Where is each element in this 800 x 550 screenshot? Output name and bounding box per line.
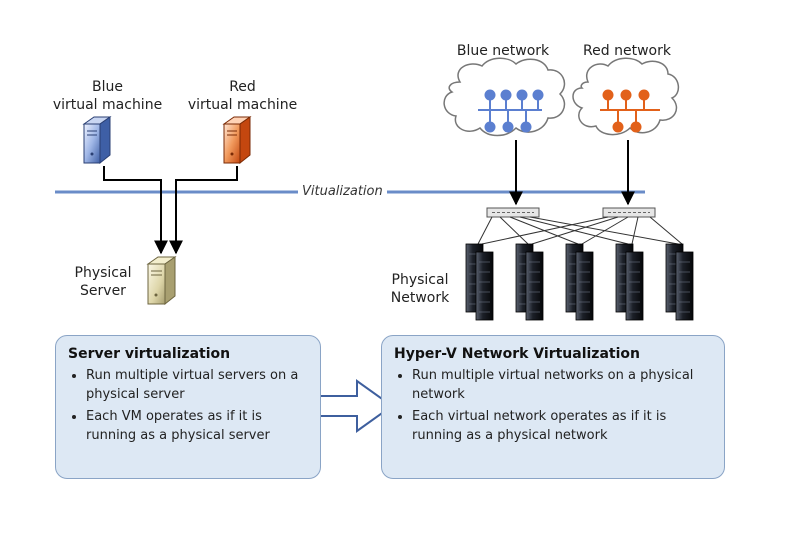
blue-network-cloud	[443, 57, 566, 137]
network-virtualization-card: Hyper-V Network Virtualization Run multi…	[381, 335, 725, 479]
server-rack	[615, 243, 644, 321]
switch-right	[602, 207, 656, 218]
physical-network-label: Physical Network	[380, 271, 460, 307]
physical-network-label-line1: Physical	[391, 272, 449, 288]
server-virtualization-card: Server virtualization Run multiple virtu…	[55, 335, 321, 479]
switch-left	[486, 207, 540, 218]
physical-server-label: Physical Server	[62, 264, 144, 300]
red-vm-icon	[222, 116, 252, 165]
physical-server-icon	[146, 256, 177, 306]
server-virtualization-title: Server virtualization	[68, 346, 231, 362]
red-network-cloud	[572, 57, 680, 136]
server-virtualization-list: Run multiple virtual servers on a physic…	[68, 366, 308, 445]
blue-vm-label-line2: virtual machine	[52, 97, 163, 113]
blue-network-label: Blue network	[456, 43, 550, 59]
blue-vm-label: Blue virtual machine	[40, 78, 175, 114]
network-links	[477, 216, 683, 245]
blue-vm-label-line1: Blue	[92, 79, 123, 95]
blue-vm-connector	[103, 166, 168, 255]
server-virtualization-item: Run multiple virtual servers on a physic…	[86, 366, 308, 404]
physical-server-label-line2: Server	[80, 283, 126, 299]
blue-vm-icon	[82, 116, 112, 165]
server-rack	[665, 243, 694, 321]
physical-network-label-line2: Network	[390, 290, 450, 306]
server-rack	[465, 243, 494, 321]
red-vm-label: Red virtual machine	[175, 78, 310, 114]
network-virtualization-item: Run multiple virtual networks on a physi…	[412, 366, 712, 404]
server-rack	[565, 243, 594, 321]
virtualization-label: Vitualization	[298, 184, 387, 199]
server-virtualization-item: Each VM operates as if it is running as …	[86, 407, 308, 445]
physical-server-label-line1: Physical	[74, 265, 132, 281]
red-vm-label-line2: virtual machine	[187, 97, 298, 113]
server-rack	[515, 243, 544, 321]
network-virtualization-item: Each virtual network operates as if it i…	[412, 407, 712, 445]
network-virtualization-title: Hyper-V Network Virtualization	[394, 346, 640, 362]
server-racks	[465, 243, 694, 321]
network-virtualization-list: Run multiple virtual networks on a physi…	[394, 366, 712, 445]
red-vm-label-line1: Red	[229, 79, 256, 95]
red-vm-connector	[169, 166, 238, 255]
red-network-label: Red network	[583, 43, 671, 59]
